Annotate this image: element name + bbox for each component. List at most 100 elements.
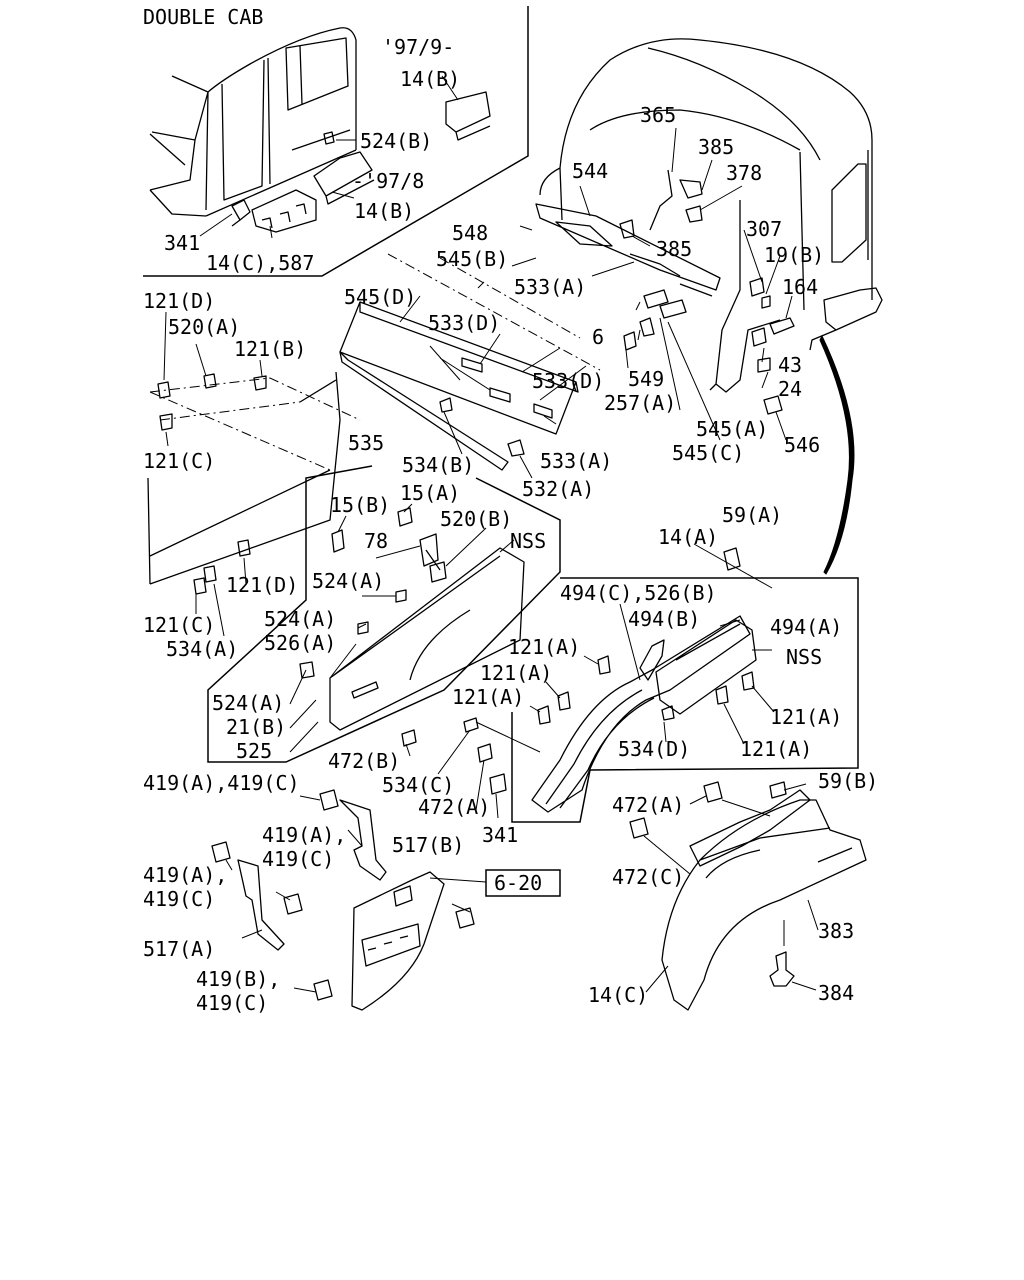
panel-526a: [329, 547, 525, 731]
step-left-leaders: [289, 503, 515, 757]
label-14b-b: 14(B): [354, 199, 414, 223]
labels: DOUBLE CAB '97/9- -'97/8 14(B) 524(B) 14…: [143, 5, 878, 1015]
mirror-bracket-365: [649, 169, 703, 231]
inset-date-to: -'97/8: [352, 169, 424, 193]
label-121d-a: 121(D): [143, 289, 215, 313]
label-121c-a: 121(C): [143, 449, 215, 473]
label-59a: 59(A): [722, 503, 782, 527]
label-494a: 494(A): [770, 615, 842, 639]
label-472a-a: 472(A): [418, 795, 490, 819]
floor-clips-lower: [193, 539, 251, 595]
label-534b: 534(B): [402, 453, 474, 477]
label-14c-587: 14(C),587: [206, 251, 314, 275]
floor-leaders: [163, 311, 263, 637]
label-121a-d: 121(A): [770, 705, 842, 729]
label-21b: 21(B): [226, 715, 286, 739]
label-533a-a: 533(A): [514, 275, 586, 299]
label-384: 384: [818, 981, 854, 1005]
floor-bracket-clips: [157, 373, 267, 431]
label-524a-a: 524(A): [312, 569, 384, 593]
label-14b-a: 14(B): [400, 67, 460, 91]
double-cab-inset: [143, 6, 529, 277]
label-532a: 532(A): [522, 477, 594, 501]
label-78: 78: [364, 529, 388, 553]
inset-cab-outline: [149, 27, 357, 217]
step-panel-right: [437, 543, 859, 823]
front-panel-544: [535, 203, 721, 297]
label-549: 549: [628, 367, 664, 391]
label-548: 548: [452, 221, 488, 245]
floor-panel: [147, 311, 341, 637]
bolts-419: [211, 789, 339, 1001]
label-526a: 526(A): [264, 631, 336, 655]
label-545d: 545(D): [344, 285, 416, 309]
mud-guard-rear: [809, 287, 883, 351]
cab-leaders: [519, 127, 793, 441]
bracket-517b: [339, 799, 387, 881]
label-378: 378: [726, 161, 762, 185]
label-14a: 14(A): [658, 525, 718, 549]
label-419a-left: 419(A),: [143, 863, 227, 887]
label-419a-mid: 419(A),: [262, 823, 346, 847]
inset-leaders: [199, 75, 459, 239]
dash-line-a: [149, 377, 361, 471]
mudguard-outline: [661, 799, 867, 1011]
label-419b: 419(B),: [196, 967, 280, 991]
sill-clips: [461, 357, 553, 419]
label-419c-mid: 419(C): [262, 847, 334, 871]
cab-body: [519, 38, 883, 575]
label-419ac-top: 419(A),419(C): [143, 771, 300, 795]
label-383: 383: [818, 919, 854, 943]
sill-plate-545d: [339, 301, 579, 435]
inset-bolt-341: [231, 199, 251, 227]
label-517b: 517(B): [392, 833, 464, 857]
label-6: 6: [592, 325, 604, 349]
inset-date-from: '97/9-: [382, 35, 454, 59]
label-494c-526b: 494(C),526(B): [560, 581, 717, 605]
label-545c: 545(C): [672, 441, 744, 465]
label-341-b: 341: [482, 823, 518, 847]
label-534a: 534(A): [166, 637, 238, 661]
label-520b: 520(B): [440, 507, 512, 531]
inset-clip-524b: [323, 131, 335, 145]
label-121a-c: 121(A): [452, 685, 524, 709]
screw-532: [507, 439, 525, 457]
label-121d-b: 121(D): [226, 573, 298, 597]
pin-384: [769, 951, 795, 987]
step-right-leaders: [437, 543, 775, 819]
label-545a: 545(A): [696, 417, 768, 441]
bracket-78: [419, 533, 441, 571]
label-419c-left: 419(C): [143, 887, 215, 911]
label-520a: 520(A): [168, 315, 240, 339]
box-535: [207, 465, 561, 763]
step-panel-left: [207, 465, 561, 763]
parts-472-right: [629, 781, 787, 839]
clips-121a-right: [537, 655, 755, 725]
label-164: 164: [782, 275, 818, 299]
grip-21b: [351, 681, 379, 699]
sill-panel: [339, 257, 587, 479]
floor-panel-outline: [147, 371, 341, 585]
label-472c: 472(C): [612, 865, 684, 889]
label-nss-a: NSS: [510, 529, 546, 553]
label-341-a: 341: [164, 231, 200, 255]
bracket-leaders: [225, 795, 487, 993]
mudguard-bracket: [689, 789, 811, 867]
plate-164: [769, 317, 795, 335]
clip-59a: [723, 547, 741, 571]
mudguard-383: [629, 781, 867, 1011]
inset-step-upper: [445, 91, 491, 141]
mirror-bolts: [619, 205, 703, 239]
label-121a-b: 121(A): [480, 661, 552, 685]
bracket-517a: [237, 859, 285, 951]
label-517a: 517(A): [143, 937, 215, 961]
bolt-546: [763, 395, 783, 415]
cab-roof-outline: [539, 38, 873, 300]
label-525: 525: [236, 739, 272, 763]
mounting-dash-lines: [149, 253, 601, 471]
label-524a-b: 524(A): [264, 607, 336, 631]
cab-rear-window: [831, 163, 867, 263]
label-524b: 524(B): [360, 129, 432, 153]
parts-534c-472a: [463, 717, 507, 795]
